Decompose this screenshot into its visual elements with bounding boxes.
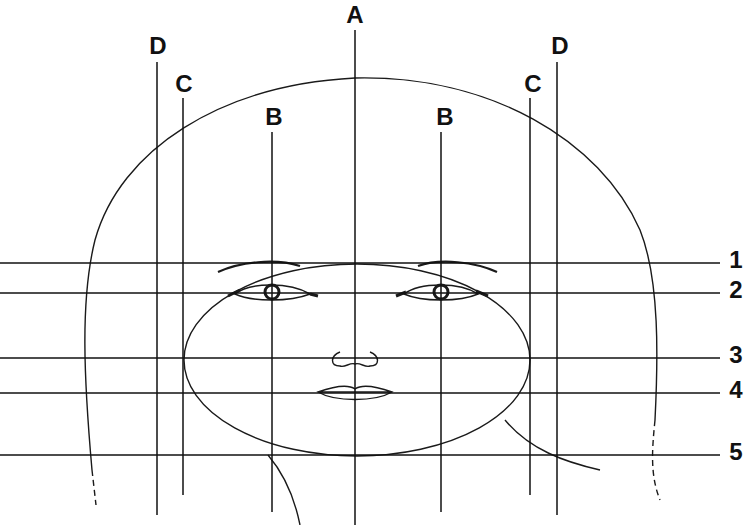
neck-left — [268, 455, 300, 525]
line-letter: B — [263, 104, 284, 130]
line-letter: C — [173, 71, 194, 97]
head-side-right — [653, 420, 660, 500]
guide-d-right — [556, 62, 558, 515]
guide-1 — [0, 262, 720, 264]
line-number: 5 — [727, 439, 744, 465]
line-number: 2 — [727, 277, 744, 303]
line-letter: B — [434, 104, 455, 130]
line-number: 4 — [727, 377, 744, 403]
guide-5 — [0, 454, 720, 456]
neck-right — [505, 420, 600, 470]
line-letter: D — [549, 33, 570, 59]
guide-c-left — [182, 98, 184, 495]
head-side-left — [92, 470, 96, 505]
line-number: 1 — [727, 247, 744, 273]
line-letter: A — [344, 2, 365, 28]
guide-2 — [0, 292, 720, 294]
line-letter: C — [522, 71, 543, 97]
guide-d-left — [156, 62, 158, 515]
guide-a — [354, 30, 356, 525]
head-outline — [85, 78, 657, 470]
line-letter: D — [147, 33, 168, 59]
line-number: 3 — [727, 342, 744, 368]
guide-c-right — [529, 98, 531, 495]
guide-4 — [0, 392, 720, 394]
guide-3 — [0, 357, 720, 359]
